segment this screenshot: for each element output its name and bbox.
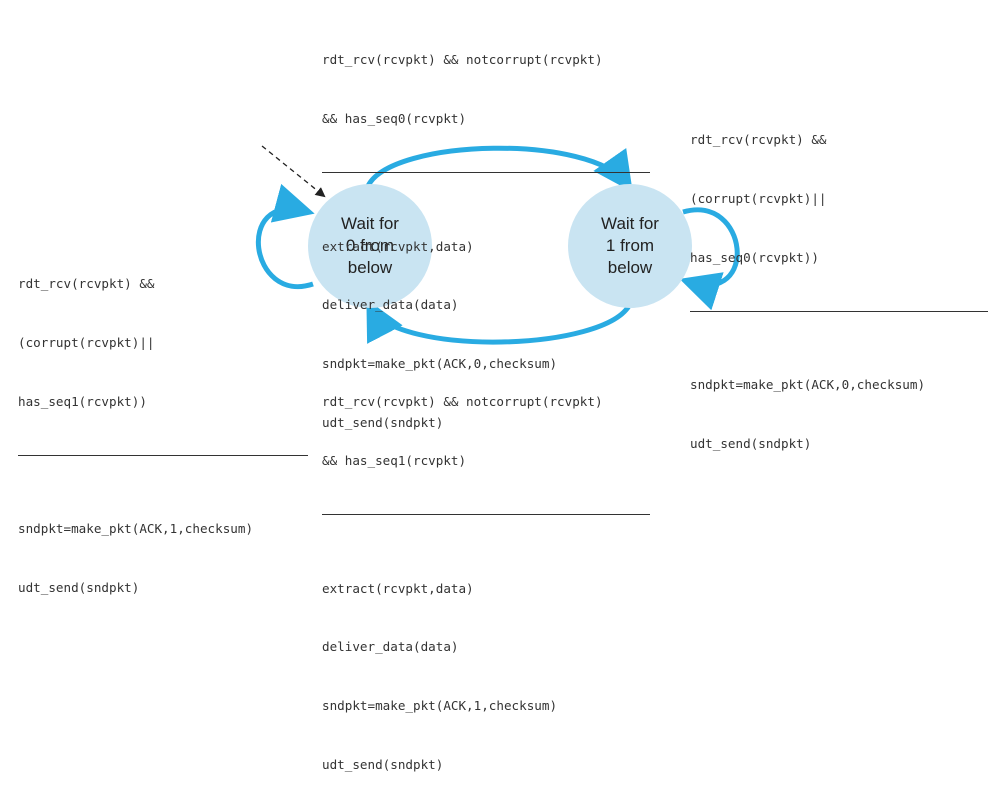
self-loop-arrow-wait0 — [255, 183, 315, 289]
self-loop-arrow-wait1 — [679, 207, 740, 311]
fsm-diagram — [255, 145, 740, 345]
transition-self-wait1-condition-line: has_seq0(rcvpkt)) — [690, 249, 819, 265]
state-wait0-line2: 0 from — [345, 236, 395, 255]
transition-bottom-action-line: deliver_data(data) — [322, 639, 459, 655]
transition-self-wait1-condition-line: rdt_rcv(rcvpkt) && — [690, 132, 827, 148]
state-wait1-line3: below — [607, 258, 653, 277]
transition-self-wait0-label: rdt_rcv(rcvpkt) && (corrupt(rcvpkt)|| ha… — [18, 235, 308, 617]
transition-self-wait1-label: rdt_rcv(rcvpkt) && (corrupt(rcvpkt)|| ha… — [690, 91, 988, 473]
state-wait1 — [568, 184, 692, 308]
transition-bottom-label: rdt_rcv(rcvpkt) && notcorrupt(rcvpkt) &&… — [322, 353, 650, 794]
state-wait1-line1: Wait for — [601, 214, 659, 233]
state-wait0-line1: Wait for — [341, 214, 399, 233]
transition-bottom-action-line: extract(rcvpkt,data) — [322, 580, 474, 596]
transition-top-action-line: udt_send(sndpkt) — [322, 414, 444, 430]
state-wait0 — [308, 184, 432, 308]
transition-top-condition-line: rdt_rcv(rcvpkt) && notcorrupt(rcvpkt) — [322, 52, 603, 68]
state-wait0-label: Wait for 0 from below — [310, 213, 430, 279]
transition-self-wait0-condition-line: has_seq1(rcvpkt)) — [18, 393, 147, 409]
state-wait0-line3: below — [347, 258, 393, 277]
transition-bottom-action-line: sndpkt=make_pkt(ACK,1,checksum) — [322, 698, 558, 714]
transition-self-wait0-action-line: udt_send(sndpkt) — [18, 580, 140, 596]
state-wait1-line2: 1 from — [605, 236, 655, 255]
transition-bottom-condition-line: rdt_rcv(rcvpkt) && notcorrupt(rcvpkt) — [322, 394, 603, 410]
transition-top-action-line: extract(rcvpkt,data) — [322, 238, 474, 254]
transition-top-divider — [322, 171, 650, 193]
state-wait1-label: Wait for 1 from below — [570, 213, 690, 279]
transition-top-action-line: deliver_data(data) — [322, 297, 459, 313]
transition-bottom-divider — [322, 513, 650, 535]
transition-top-condition-line: && has_seq0(rcvpkt) — [322, 110, 467, 126]
transition-self-wait1-divider — [690, 310, 988, 332]
transition-self-wait0-condition-line: (corrupt(rcvpkt)|| — [18, 334, 155, 350]
transition-self-wait0-condition-line: rdt_rcv(rcvpkt) && — [18, 276, 155, 292]
initial-state-arrow — [261, 145, 326, 198]
transition-top-action-line: sndpkt=make_pkt(ACK,0,checksum) — [322, 356, 558, 372]
transition-self-wait0-divider — [18, 454, 308, 476]
transition-self-wait1-action-line: sndpkt=make_pkt(ACK,0,checksum) — [690, 377, 926, 393]
transition-arrow-bottom — [366, 299, 633, 345]
transition-top-label: rdt_rcv(rcvpkt) && notcorrupt(rcvpkt) &&… — [322, 11, 650, 452]
transition-bottom-action-line: udt_send(sndpkt) — [322, 756, 444, 772]
transition-self-wait1-action-line: udt_send(sndpkt) — [690, 436, 812, 452]
transition-self-wait1-condition-line: (corrupt(rcvpkt)|| — [690, 190, 827, 206]
transition-arrow-top — [365, 145, 633, 193]
transition-bottom-condition-line: && has_seq1(rcvpkt) — [322, 452, 467, 468]
transition-self-wait0-action-line: sndpkt=make_pkt(ACK,1,checksum) — [18, 521, 254, 537]
